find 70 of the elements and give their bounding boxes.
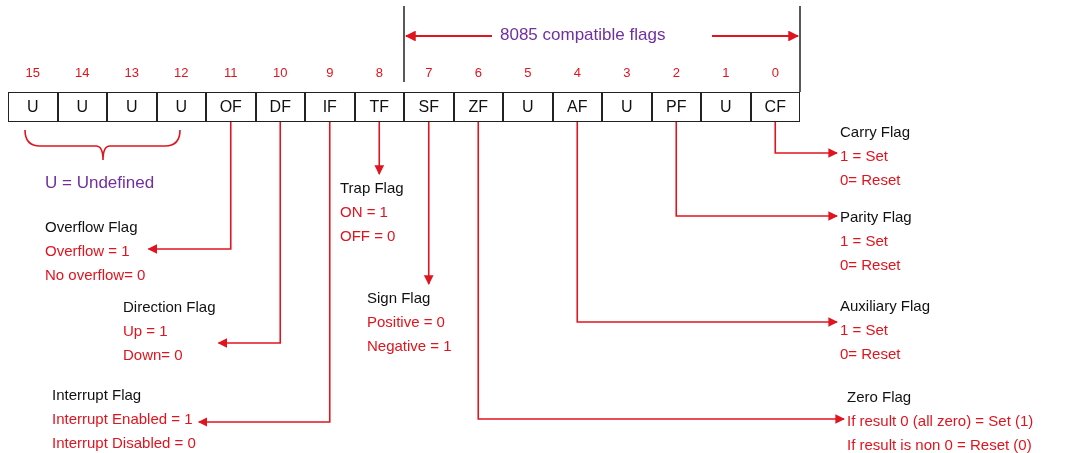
flag-value: If result 0 (all zero) = Set (1) xyxy=(847,411,1034,431)
flag-value: Interrupt Disabled = 0 xyxy=(52,433,196,453)
register-cell: PF xyxy=(651,92,701,122)
flag-value: 0= Reset xyxy=(840,255,902,275)
flag-name: Trap Flag xyxy=(340,178,404,198)
flag-value: OFF = 0 xyxy=(340,226,397,246)
flag-value: ON = 1 xyxy=(340,202,389,222)
flag-value: Positive = 0 xyxy=(367,312,446,332)
register-cell: U xyxy=(57,92,107,122)
register-cell: ZF xyxy=(453,92,503,122)
flag-name: Parity Flag xyxy=(840,207,912,227)
register-cell: IF xyxy=(305,92,355,122)
register-cell: DF xyxy=(255,92,305,122)
bit-number: 11 xyxy=(223,65,239,80)
bit-number: 12 xyxy=(173,65,190,80)
arrow xyxy=(197,121,331,427)
flag-value: Down= 0 xyxy=(123,345,184,365)
register-cell: U xyxy=(701,92,751,122)
register-cell: U xyxy=(602,92,652,122)
register-cell: AF xyxy=(552,92,602,122)
flag-value: Up = 1 xyxy=(123,321,169,341)
flag-value: 1 = Set xyxy=(840,320,889,340)
register-cell: U xyxy=(156,92,206,122)
flag-name: Auxiliary Flag xyxy=(840,296,931,316)
bit-number: 0 xyxy=(770,65,780,80)
flag-value: No overflow= 0 xyxy=(45,265,146,285)
flag-value: Negative = 1 xyxy=(367,336,452,356)
bit-number: 3 xyxy=(622,65,632,80)
register-cell: U xyxy=(503,92,553,122)
bit-number: 1 xyxy=(721,65,731,80)
flag-value: 1 = Set xyxy=(840,146,889,166)
bit-number: 10 xyxy=(272,65,289,80)
register-cell: SF xyxy=(404,92,454,122)
arrow xyxy=(374,121,385,175)
flag-name: Zero Flag xyxy=(847,387,913,407)
flag-name: Sign Flag xyxy=(367,288,432,308)
arrow xyxy=(675,121,838,221)
flag-value: Overflow = 1 xyxy=(45,241,131,261)
flag-name: Interrupt Flag xyxy=(52,385,143,405)
arrow xyxy=(477,121,845,424)
arrow xyxy=(774,121,838,158)
bit-number: 9 xyxy=(325,65,335,80)
flag-name: Direction Flag xyxy=(123,297,216,317)
bit-number: 13 xyxy=(123,65,140,80)
flag-value: If result is non 0 = Reset (0) xyxy=(847,435,1033,453)
arrow xyxy=(576,121,838,327)
bit-number: 8 xyxy=(374,65,384,80)
bit-number: 5 xyxy=(523,65,533,80)
arrow xyxy=(147,121,232,254)
dimension-label: 8085 compatible flags xyxy=(500,25,666,45)
legend-note: U = Undefined xyxy=(45,173,155,193)
register-cell: U xyxy=(8,92,58,122)
register-cell: CF xyxy=(750,92,800,122)
flag-value: 0= Reset xyxy=(840,344,902,364)
bit-number: 7 xyxy=(424,65,434,80)
flag-value: 0= Reset xyxy=(840,170,902,190)
arrow xyxy=(423,121,434,285)
flag-value: Interrupt Enabled = 1 xyxy=(52,409,194,429)
bit-number: 2 xyxy=(671,65,681,80)
flag-value: 1 = Set xyxy=(840,231,889,251)
bit-number: 4 xyxy=(572,65,582,80)
arrow xyxy=(217,121,282,348)
register-cell: TF xyxy=(354,92,404,122)
flag-name: Overflow Flag xyxy=(45,217,139,237)
register-cell: OF xyxy=(206,92,256,122)
register-cell: U xyxy=(107,92,157,122)
flag-name: Carry Flag xyxy=(840,122,910,142)
bit-number: 14 xyxy=(74,65,91,80)
bit-number: 6 xyxy=(473,65,483,80)
bit-number: 15 xyxy=(24,65,41,80)
